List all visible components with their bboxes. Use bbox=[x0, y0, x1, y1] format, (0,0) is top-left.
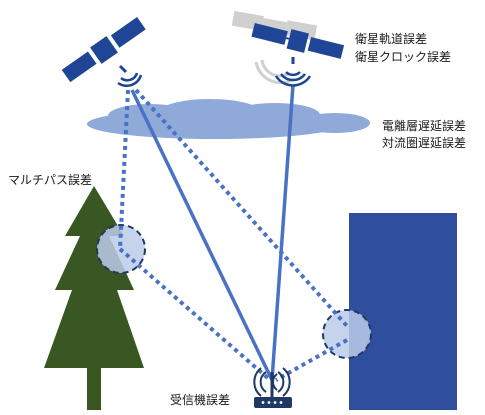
direct-signal-right bbox=[270, 84, 295, 381]
atmosphere-cloud bbox=[87, 99, 370, 139]
building bbox=[349, 213, 457, 410]
receiver-error-label: 受信機誤差 bbox=[170, 393, 231, 407]
satellite-clock-error-label: 衛星クロック誤差 bbox=[355, 50, 452, 64]
tree bbox=[44, 186, 144, 410]
ionosphere-delay-error-label: 電離層遅延誤差 bbox=[382, 119, 467, 133]
direct-signal-left bbox=[130, 89, 274, 381]
multipath-error-label: マルチパス誤差 bbox=[8, 173, 93, 187]
satellite-orbit-error-label: 衛星軌道誤差 bbox=[355, 32, 428, 46]
receiver bbox=[253, 367, 292, 408]
satellite-left bbox=[61, 17, 146, 87]
troposphere-delay-error-label: 対流圏遅延誤差 bbox=[382, 136, 467, 150]
satellite-right bbox=[251, 23, 345, 87]
building-reflection-circle bbox=[322, 309, 372, 359]
